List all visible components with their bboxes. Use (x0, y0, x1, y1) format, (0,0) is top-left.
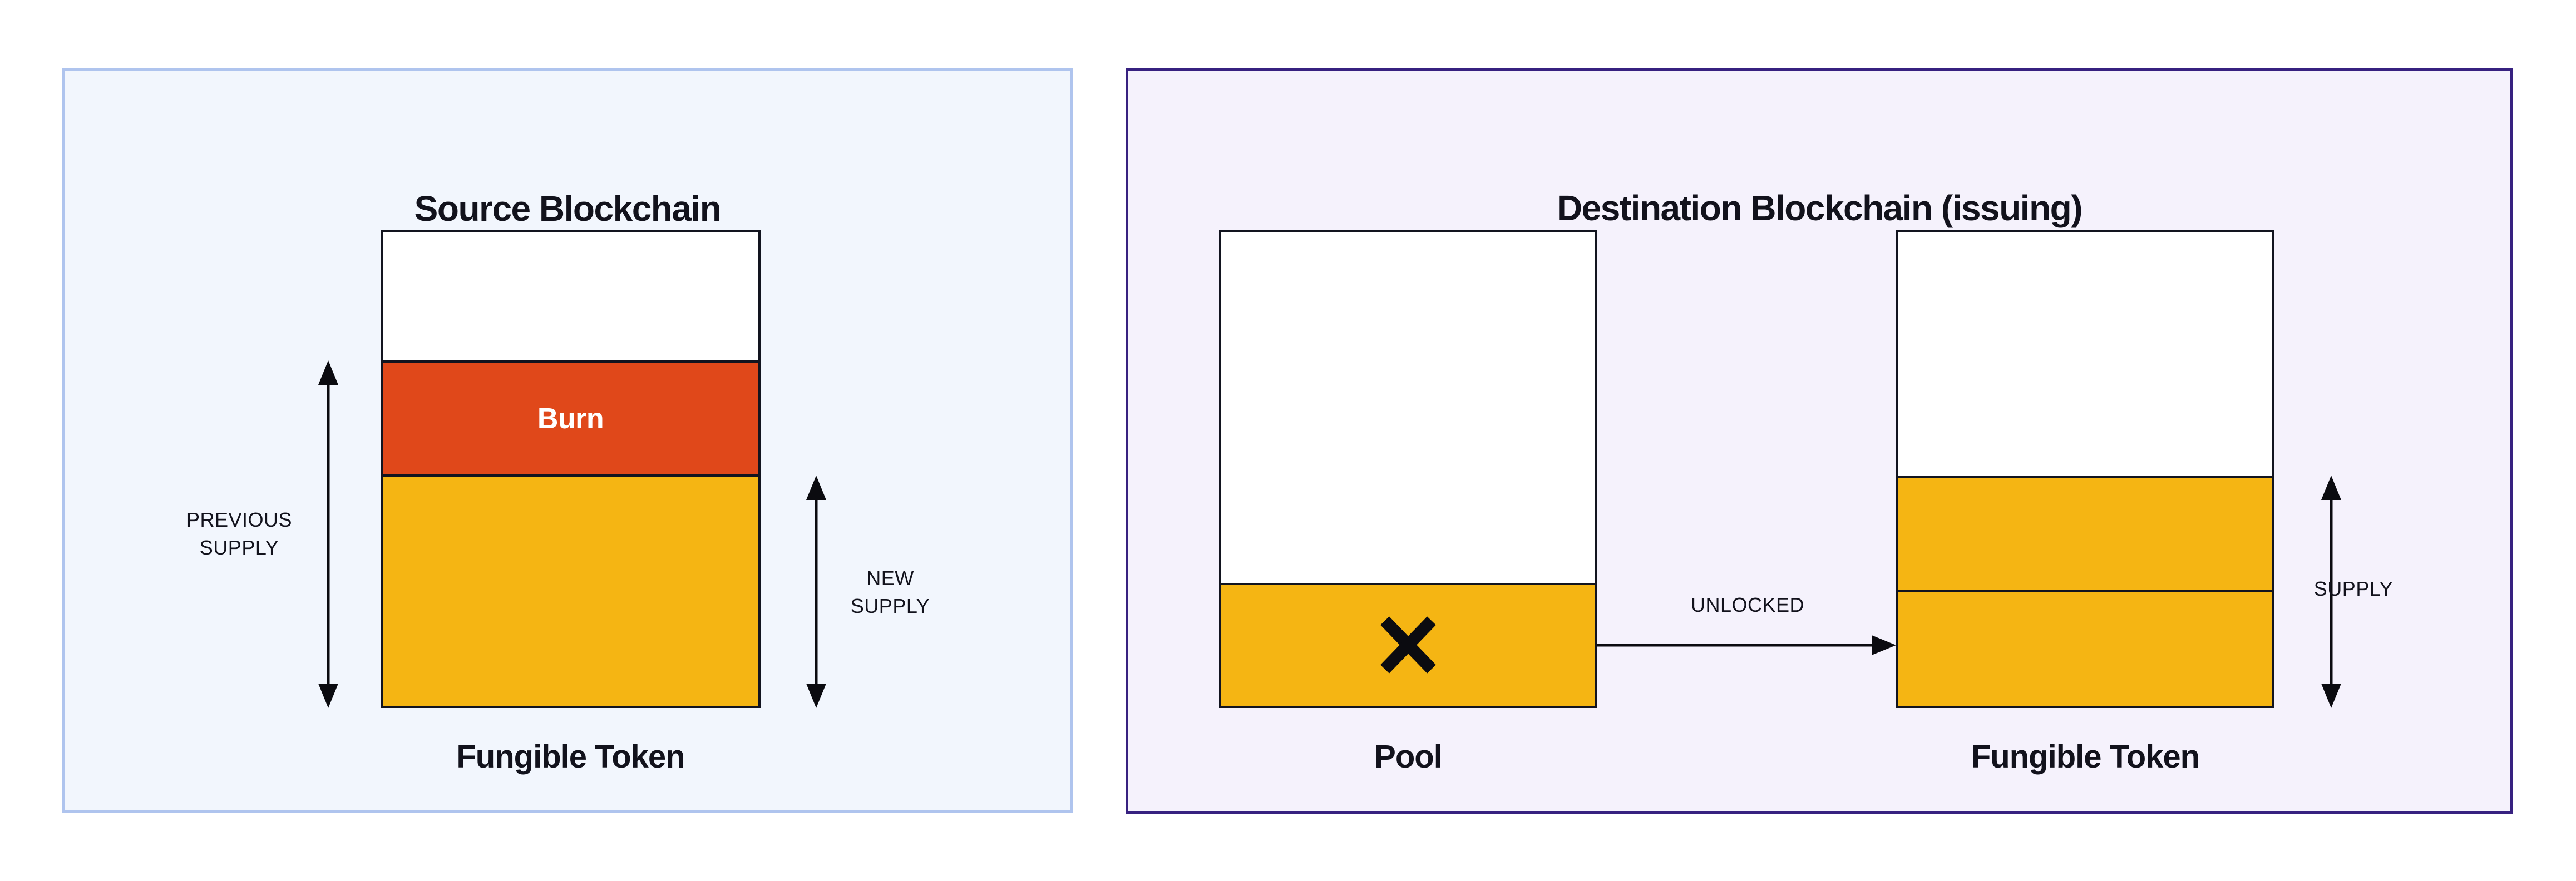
source-panel-title: Source Blockchain (414, 189, 722, 229)
source-fungible-token-bar: Burn (381, 230, 761, 708)
previous-supply-arrow-icon (317, 360, 339, 711)
previous-supply-label-line1: PREVIOUS (186, 508, 293, 531)
destination-fungible-token-bar (1896, 230, 2274, 708)
token-supply-segment-lower (1898, 590, 2272, 706)
pool-bar (1219, 230, 1597, 708)
supply-label: SUPPLY (2313, 577, 2394, 600)
unlocked-arrow-icon (1597, 634, 1896, 659)
previous-supply-label: PREVIOUS SUPPLY (136, 506, 342, 562)
pool-cancel-x-icon (1378, 616, 1439, 677)
new-supply-label: NEW SUPPLY (810, 565, 971, 620)
new-supply-label-line2: SUPPLY (850, 595, 930, 617)
pool-bar-caption: Pool (1374, 739, 1443, 775)
destination-bar-caption: Fungible Token (1971, 739, 2200, 775)
new-supply-arrow-icon (805, 476, 827, 711)
token-supply-segment-upper (1898, 476, 2272, 590)
previous-supply-label-line2: SUPPLY (199, 536, 279, 559)
destination-blockchain-panel: Destination Blockchain (issuing) Pool UN… (1126, 68, 2513, 814)
unlocked-label: UNLOCKED (1690, 593, 1805, 616)
source-bar-caption: Fungible Token (456, 739, 685, 775)
new-supply-label-line1: NEW (866, 567, 914, 590)
new-supply-segment (383, 477, 758, 706)
burn-segment-label: Burn (537, 402, 604, 435)
source-blockchain-panel: Source Blockchain Burn Fungible Token PR… (62, 68, 1073, 813)
burn-segment: Burn (383, 360, 758, 477)
destination-panel-title: Destination Blockchain (issuing) (1556, 188, 2083, 228)
supply-arrow-icon (2320, 476, 2342, 711)
